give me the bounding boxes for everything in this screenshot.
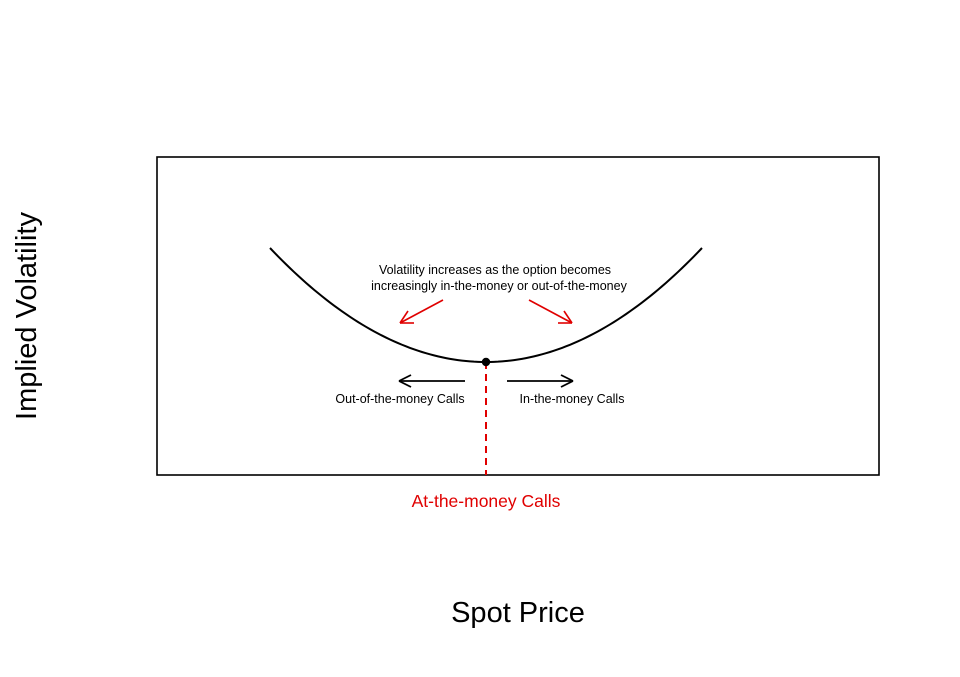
x-axis-label: Spot Price: [451, 597, 585, 629]
y-axis-label: Implied Volatility: [11, 212, 43, 420]
otm-label: Out-of-the-money Calls: [335, 392, 464, 406]
annotation-line-1: Volatility increases as the option becom…: [379, 263, 611, 277]
annotation-line-2: increasingly in-the-money or out-of-the-…: [371, 279, 627, 293]
atm-label: At-the-money Calls: [412, 491, 561, 511]
red-arrow-right: [528, 299, 573, 324]
itm-label: In-the-money Calls: [520, 392, 625, 406]
atm-point: [481, 357, 491, 367]
plot-frame: [156, 156, 880, 476]
otm-direction-arrow: [398, 374, 465, 388]
red-arrow-left: [399, 299, 444, 324]
itm-direction-arrow: [507, 374, 574, 388]
